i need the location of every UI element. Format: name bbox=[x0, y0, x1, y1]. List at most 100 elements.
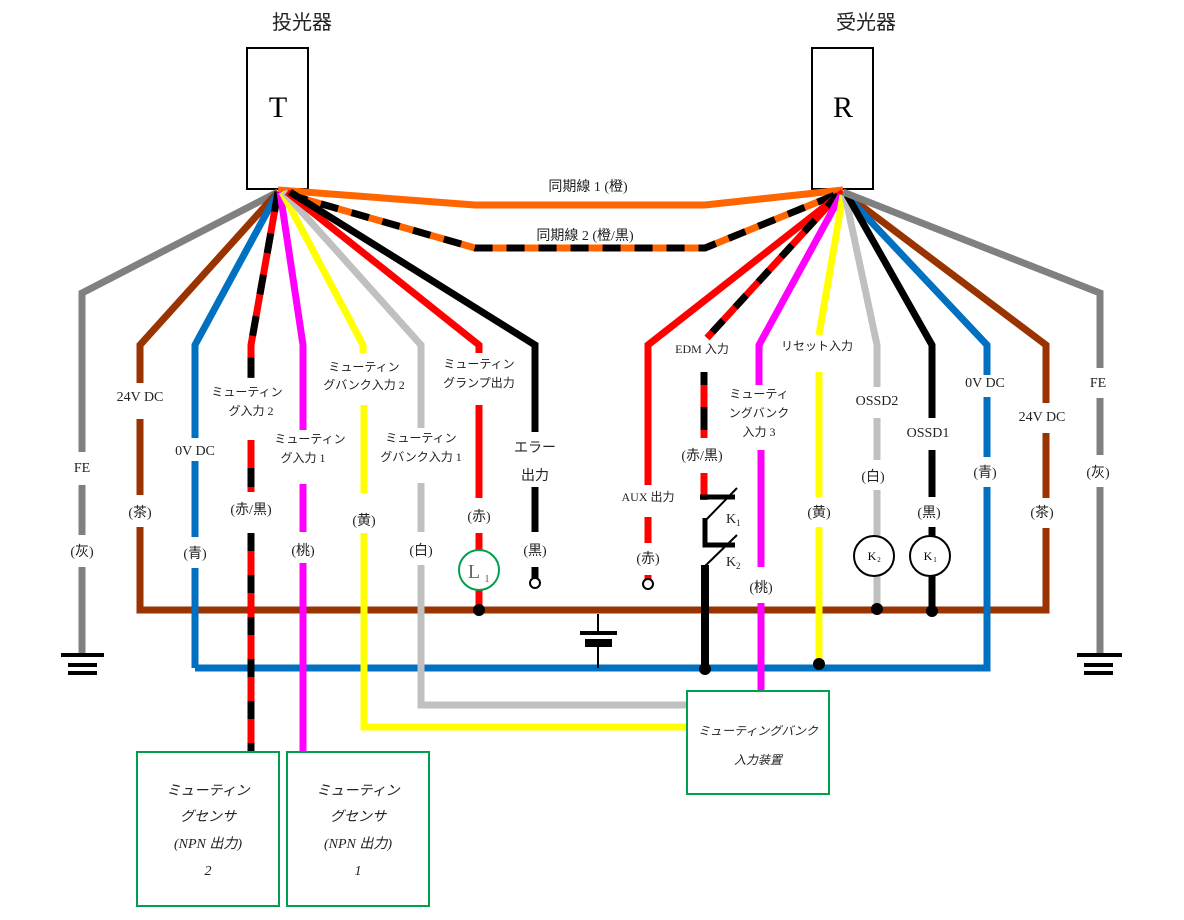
r-aux-name: AUX 出力 bbox=[622, 490, 675, 504]
r-24v-color: (茶) bbox=[1030, 505, 1054, 521]
muting-sensor-2-box: ミューティン グセンサ (NPN 出力) 2 bbox=[136, 751, 280, 907]
r-ossd1-color: (黒) bbox=[917, 506, 941, 521]
t-bank1-name-1: ミューティン bbox=[385, 431, 456, 445]
relay-k1-icon: K 1 bbox=[909, 535, 951, 577]
r-bank3-wire bbox=[755, 193, 845, 385]
r-0v-label-bg bbox=[968, 375, 1006, 397]
t-mute1-name-2: グ入力 1 bbox=[280, 451, 325, 465]
r-fe-name: FE bbox=[1090, 376, 1106, 391]
r-24v-color-bg bbox=[1026, 498, 1062, 528]
t-bank1-name-2: グバンク入力 1 bbox=[380, 450, 462, 464]
ossd2-junction-dot bbox=[871, 603, 883, 615]
svg-text:(NPN 出力): (NPN 出力) bbox=[174, 836, 242, 852]
t-mute1-name-1: ミューティン bbox=[274, 432, 345, 446]
svg-text:ミューティン: ミューティン bbox=[316, 784, 400, 799]
t-bank1-wire-bottom bbox=[417, 565, 687, 709]
t-mute2-name-1: ミューティン bbox=[211, 385, 282, 399]
t-error-wire bbox=[288, 189, 539, 432]
receiver-box bbox=[811, 47, 874, 190]
svg-text:2: 2 bbox=[205, 864, 212, 879]
ossd1-junction-dot bbox=[926, 605, 938, 617]
t-bank2-name-2: グバンク入力 2 bbox=[323, 378, 405, 392]
r-0v-name: 0V DC bbox=[965, 376, 1005, 391]
t-fe-name: FE bbox=[74, 461, 90, 476]
r-bank3-name-1: ミューティ bbox=[729, 387, 788, 401]
r-24v-name: 24V DC bbox=[1019, 410, 1066, 425]
t-bank1-wire bbox=[281, 189, 425, 428]
t-fe-color: (灰) bbox=[70, 544, 94, 560]
t-bank2-color: (黄) bbox=[352, 512, 376, 529]
svg-text:1: 1 bbox=[933, 556, 937, 564]
svg-text:グセンサ: グセンサ bbox=[180, 809, 237, 825]
transmitter-box bbox=[246, 47, 309, 190]
t-fe-wire bbox=[78, 188, 280, 452]
t-bank1-color: (白) bbox=[409, 543, 433, 559]
sync-line-2-stripe bbox=[289, 191, 837, 252]
transmitter-letter: T bbox=[269, 91, 287, 124]
t-lamp-name-1: ミューティン bbox=[443, 357, 514, 371]
r-ossd2-wire bbox=[841, 194, 881, 387]
r-fe-wire bbox=[841, 188, 1104, 368]
t-mute2-wire bbox=[247, 191, 282, 752]
svg-text:ミューティン: ミューティン bbox=[166, 784, 250, 799]
t-lamp-color: (赤) bbox=[467, 509, 491, 525]
r-ossd1-name: OSSD1 bbox=[907, 426, 950, 441]
r-bank3-name-2: ングバンク bbox=[729, 406, 790, 420]
r-ossd2-color: (白) bbox=[861, 469, 885, 485]
brown-24v-bus bbox=[136, 189, 1050, 614]
t-0v-wire bbox=[191, 190, 282, 438]
contact-k1-sub: 1 bbox=[736, 518, 741, 528]
r-reset-name: リセット入力 bbox=[781, 339, 853, 353]
t-24v-color: (茶) bbox=[128, 505, 152, 521]
transmitter-heading: 投光器 bbox=[272, 11, 332, 34]
blue-0v-bus bbox=[195, 189, 991, 672]
r-24v-label-bg bbox=[1010, 403, 1080, 433]
r-edm-name: EDM 入力 bbox=[675, 342, 729, 356]
error-terminal bbox=[529, 577, 541, 589]
svg-text:K: K bbox=[924, 549, 933, 563]
sync-line-1-label: 同期線 1 (橙) bbox=[548, 179, 628, 195]
r-0v-color-bg bbox=[968, 457, 1006, 487]
contact-k1-letter: K bbox=[726, 512, 736, 527]
r-aux-wire bbox=[644, 189, 846, 485]
power-supply-icon bbox=[580, 614, 617, 668]
t-mute2-color: (赤/黒) bbox=[230, 502, 272, 518]
contact-k2-letter: K bbox=[726, 555, 736, 570]
r-ossd2-name: OSSD2 bbox=[856, 394, 899, 409]
lamp-l1-icon: L 1 bbox=[458, 549, 500, 591]
svg-text:(NPN 出力): (NPN 出力) bbox=[324, 836, 392, 852]
svg-text:2: 2 bbox=[877, 556, 881, 564]
r-bank3-color: (桃) bbox=[749, 580, 773, 596]
t-error-name-2: 出力 bbox=[521, 468, 549, 484]
receiver-heading: 受光器 bbox=[836, 11, 896, 34]
t-24v-wire bbox=[136, 189, 281, 383]
t-mute2-name-2: グ入力 2 bbox=[228, 404, 273, 418]
contact-k2-sub: 2 bbox=[736, 561, 741, 571]
muting-sensor-1-box: ミューティン グセンサ (NPN 出力) 1 bbox=[286, 751, 430, 907]
relay-k2-icon: K 2 bbox=[853, 535, 895, 577]
edm-junction-dot bbox=[699, 663, 711, 675]
r-fe-color: (灰) bbox=[1086, 465, 1110, 481]
svg-text:1: 1 bbox=[355, 864, 362, 879]
svg-text:グセンサ: グセンサ bbox=[330, 809, 387, 825]
r-reset-wire bbox=[815, 194, 847, 336]
t-mute1-wire bbox=[276, 191, 307, 430]
svg-text:1: 1 bbox=[484, 573, 490, 585]
svg-text:ミューティングバンク: ミューティングバンク bbox=[698, 724, 819, 738]
muting-bank-input-device-box: ミューティングバンク 入力装置 bbox=[686, 690, 830, 795]
t-lamp-wire bbox=[284, 189, 483, 353]
edm-contacts-icon bbox=[700, 487, 738, 670]
t-0v-name: 0V DC bbox=[175, 444, 215, 459]
r-bank3-name-3: 入力 3 bbox=[742, 425, 775, 439]
r-edm-wire bbox=[700, 192, 841, 500]
t-24v-name: 24V DC bbox=[117, 390, 164, 405]
t-0v-color: (青) bbox=[183, 546, 207, 562]
t-error-name-1: エラー bbox=[514, 441, 556, 456]
r-reset-color: (黄) bbox=[807, 504, 831, 521]
lamp-junction-dot bbox=[473, 604, 485, 616]
receiver-letter: R bbox=[833, 91, 853, 124]
r-aux-color: (赤) bbox=[636, 551, 660, 567]
t-bank2-wire-bottom bbox=[360, 533, 687, 731]
r-edm-color: (赤/黒) bbox=[681, 448, 723, 464]
